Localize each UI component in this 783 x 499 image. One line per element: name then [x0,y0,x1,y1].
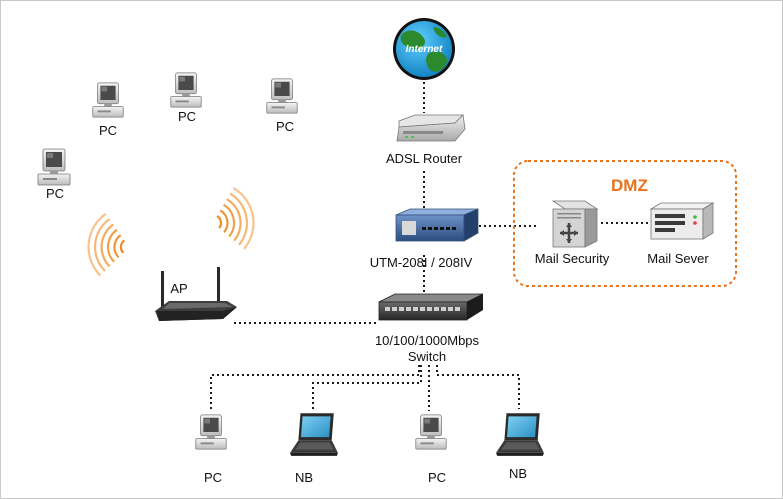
router-icon [396,114,466,142]
dmz-zone: DMZ Mail Security Mail Sever [513,160,737,287]
connection-lines [210,77,649,411]
wired-nb-2: NB [496,413,544,481]
switch-label-speed: 10/100/1000Mbps [375,333,480,348]
pc-label: PC [178,109,196,124]
wireless-wave-arc [119,239,126,254]
wireless-pc-2: PC [170,72,202,124]
pc-label: PC [428,470,446,485]
dmz-title: DMZ [611,176,648,195]
wireless-wave-arc [107,228,118,263]
wireless-wave-arc [93,218,111,272]
wireless-wave-arc [100,223,114,268]
wireless-wave-arc [229,192,249,246]
pc-icon [266,78,298,114]
dmz-border [513,160,737,287]
pc-icon [195,414,227,450]
link-switch-nb2 [436,365,520,409]
switch-icon [378,293,484,321]
ap-label: AP [170,281,187,296]
utm-appliance-icon [395,208,479,242]
wireless-wave-arc [113,234,122,259]
wireless-pc-4: PC [37,148,71,201]
pc-label: PC [276,119,294,134]
wired-nb-1: NB [290,413,338,485]
internet-label: Internet [406,44,443,55]
wireless-pc-1: PC [92,82,124,138]
wireless-pc-3: PC [266,78,298,134]
wireless-wave-arc [219,209,229,234]
wireless-wave-arc [87,212,107,277]
pc-icon [415,414,447,450]
pc-icon [170,72,202,108]
access-point-icon [155,267,237,321]
link-switch-nb1 [312,365,422,409]
switch-label-name: Switch [408,349,446,364]
wireless-wave-arc [232,186,255,250]
wireless-wave-arc [222,203,236,238]
nb-label: NB [295,470,313,485]
pc-label: PC [46,186,64,201]
wireless-signal-icon [87,186,255,277]
wireless-wave-arc [226,198,242,242]
pc-label: PC [99,123,117,138]
mail-security-label: Mail Security [535,251,610,266]
mail-server-label: Mail Sever [647,251,709,266]
laptop-icon [290,413,338,456]
pc-icon [92,82,124,118]
utm-label: UTM-208I / 208IV [370,255,473,270]
pc-icon [37,148,71,186]
pc-label: PC [204,470,222,485]
mail-security-icon [551,200,599,248]
server-icon [649,202,715,240]
wired-pc-1: PC [195,414,227,485]
wireless-wave-arc [216,215,222,229]
globe-icon: Internet [393,18,455,80]
laptop-icon [496,413,544,456]
nb-label: NB [509,466,527,481]
link-switch-pc1-branch [210,374,419,411]
router-label: ADSL Router [386,151,463,166]
wired-pc-2: PC [415,414,447,485]
